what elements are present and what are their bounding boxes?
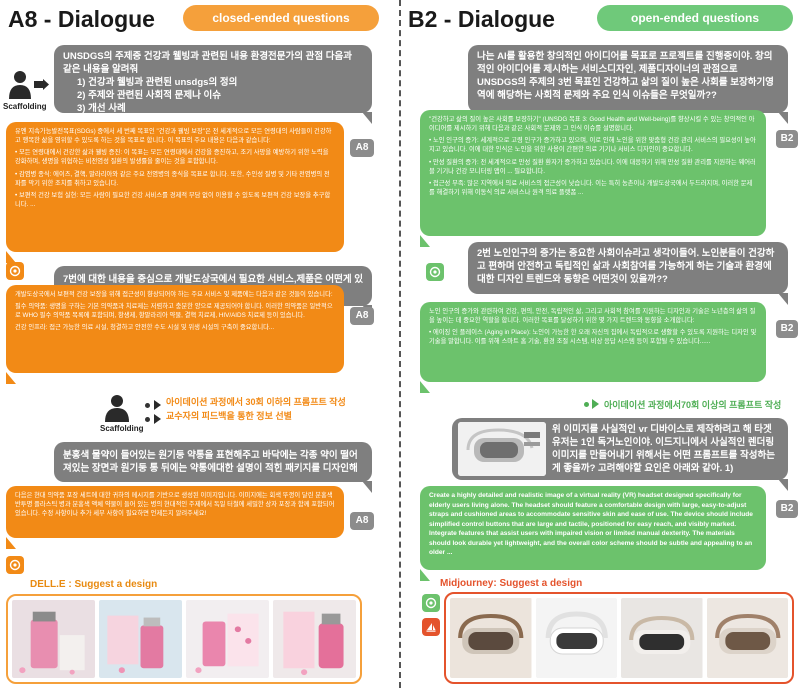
generated-design-image [273, 600, 356, 678]
generated-vr-image [706, 598, 788, 678]
answer-paragraph: • 모든 연령대에서 건강한 삶과 웰빙 증진: 이 목표는 모든 연령대에서 … [15, 149, 329, 166]
right-answer-2: 노인 인구의 증가와 관련하여 건강, 편의, 안전, 독립적인 삶, 그리고 … [420, 302, 766, 382]
bubble-tail [362, 481, 372, 493]
right-question-2: 2번 노인인구의 증가는 중요한 사회이슈라고 생각이들어. 노인분들이 건강하… [468, 242, 788, 294]
bubble-tail [778, 293, 788, 305]
agent-tag-a8: A8 [350, 512, 374, 530]
midjourney-caption: Midjourney: Suggest a design [440, 578, 583, 589]
bullet-dot [584, 402, 589, 407]
scaffold-note: 아이데이션 과정에서 30회 이하의 프롬프트 작성 교수자의 피드백을 통한 … [166, 396, 346, 424]
bubble-tail [420, 569, 430, 581]
bullet-dot [145, 417, 150, 422]
scaffolding-label: Scaffolding [3, 102, 47, 111]
answer-paragraph: 노인 인구의 증가와 관련하여 건강, 편의, 안전, 독립적인 삶, 그리고 … [429, 308, 756, 325]
left-answer-2: 개발도상국에서 보편적 건강 보장을 위해 접근성이 향상되어야 하는 주요 서… [6, 285, 344, 373]
bullet-dot [145, 403, 150, 408]
right-answer-1: "건강하고 삶의 질이 높은 사회를 보장하기" (UNSDG 목표 3: Go… [420, 110, 766, 236]
dalle-image-strip [6, 594, 362, 684]
left-title: A8 - Dialogue [8, 6, 155, 32]
answer-paragraph: • 감염병 종식: 에이즈, 결핵, 말라리아와 같은 주요 전염병의 종식을 … [15, 170, 330, 187]
left-answer-1: 유엔 지속가능발전목표(SDGs) 중에서 세 번째 목표인 "건강과 웰빙 보… [6, 122, 344, 252]
generated-vr-image [621, 598, 703, 678]
answer-paragraph: 개발도상국에서 보편적 건강 보장을 위해 접근성이 향상되어야 하는 주요 서… [15, 291, 333, 298]
chatgpt-logo-icon [6, 262, 24, 280]
answer-paragraph: • 에이징 인 플레이스 (Aging in Place): 노인이 가능한 한… [429, 329, 757, 346]
left-question-1-item: 1) 건강과 웰빙과 관련된 unsdgs의 정의 [77, 77, 238, 89]
generated-vr-image [450, 598, 532, 678]
scaffolding-label: Scaffolding [100, 424, 144, 433]
arrow-icon [154, 414, 161, 424]
answer-paragraph: • 만성 질환의 증가: 전 세계적으로 만성 질환 환자가 증가하고 있습니다… [429, 158, 756, 175]
agent-tag-a8: A8 [350, 139, 374, 157]
scaffold-note-line: 아이데이션 과정에서 30회 이하의 프롬프트 작성 [166, 397, 346, 407]
midjourney-image-strip [444, 592, 794, 684]
generated-design-image [99, 600, 182, 678]
reference-vr-image [458, 422, 546, 476]
bubble-tail [778, 479, 788, 491]
left-question-1-item: 3) 개선 사례 [77, 103, 126, 113]
closed-ended-pill: closed-ended questions [183, 5, 379, 31]
bubble-tail [6, 537, 16, 549]
bubble-tail [778, 112, 788, 124]
chatgpt-logo-icon [6, 556, 24, 574]
answer-paragraph: 유엔 지속가능발전목표(SDGs) 중에서 세 번째 목표인 "건강과 웰빙 보… [15, 128, 332, 145]
generated-design-image [186, 600, 269, 678]
answer-paragraph: "건강하고 삶의 질이 높은 사회를 보장하기" (UNSDG 목표 3: Go… [429, 116, 755, 133]
bubble-tail [420, 381, 430, 393]
answer-paragraph: • 접근성 부족: 많은 지역에서 의료 서비스의 접근성이 낮습니다. 이는 … [429, 179, 753, 196]
right-question-1: 나는 AI를 활용한 창의적인 아이디어를 목표로 프로젝트를 진행중이야. 창… [468, 45, 788, 113]
bubble-tail [362, 112, 372, 124]
center-divider [399, 0, 401, 688]
left-answer-3: 다음은 현대 의약품 포장 세트에 대한 귀하의 메시지를 기반으로 생성된 이… [6, 486, 344, 538]
left-question-1-text: UNSDGS의 주제중 건강과 웰빙과 관련된 내용 환경전문가의 관점 다음과… [63, 51, 352, 76]
chatgpt-logo-icon [426, 263, 444, 281]
generated-design-image [12, 600, 95, 678]
right-answer-3: Create a highly detailed and realistic i… [420, 486, 766, 570]
chatgpt-logo-icon [422, 594, 440, 612]
left-question-1: UNSDGS의 주제중 건강과 웰빙과 관련된 내용 환경전문가의 관점 다음과… [54, 45, 372, 113]
left-question-1-item: 2) 주제와 관련된 사회적 문제나 이슈 [77, 90, 222, 102]
agent-tag-b2: B2 [776, 320, 798, 338]
bubble-tail [6, 372, 16, 384]
left-question-3: 분홍색 물약이 들어있는 원기둥 약통을 표현해주고 바닥에는 각종 약이 떨어… [54, 442, 372, 482]
agent-tag-a8: A8 [350, 307, 374, 325]
open-ended-pill: open-ended questions [597, 5, 793, 31]
answer-paragraph: 건강 인프라: 접근 가능한 의료 시설, 청결하고 안전한 수도 시설 및 위… [15, 324, 275, 332]
answer-paragraph: • 보편적 건강 보험 실현: 모든 사람이 필요한 건강 서비스를 경제적 부… [15, 191, 331, 208]
iteration-note: 아이데이션 과정에서70회 이상의 프롬프트 작성 [604, 400, 782, 410]
arrow-icon [154, 400, 161, 410]
midjourney-logo-icon [422, 618, 440, 636]
answer-paragraph: 필수 의약품: 생명을 구하는 기본 의약품과 치료제는 저렴하고 충분한 양으… [15, 303, 333, 320]
dalle-caption: DELL.E : Suggest a design [30, 579, 158, 590]
bubble-tail [420, 235, 430, 247]
right-title: B2 - Dialogue [408, 6, 555, 32]
generated-vr-image [535, 598, 617, 678]
answer-paragraph: • 노인 인구의 증가: 세계적으로 고령 인구가 증가하고 있으며, 이로 인… [429, 137, 756, 154]
scaffold-note-line: 교수자의 피드백을 통한 정보 선별 [166, 410, 292, 421]
arrow-icon [592, 399, 599, 409]
scaffolding-person-icon [102, 394, 132, 422]
agent-tag-b2: B2 [776, 500, 798, 518]
agent-tag-b2: B2 [776, 130, 798, 148]
bubble-tail [6, 251, 16, 263]
scaffolding-icon [6, 70, 50, 110]
